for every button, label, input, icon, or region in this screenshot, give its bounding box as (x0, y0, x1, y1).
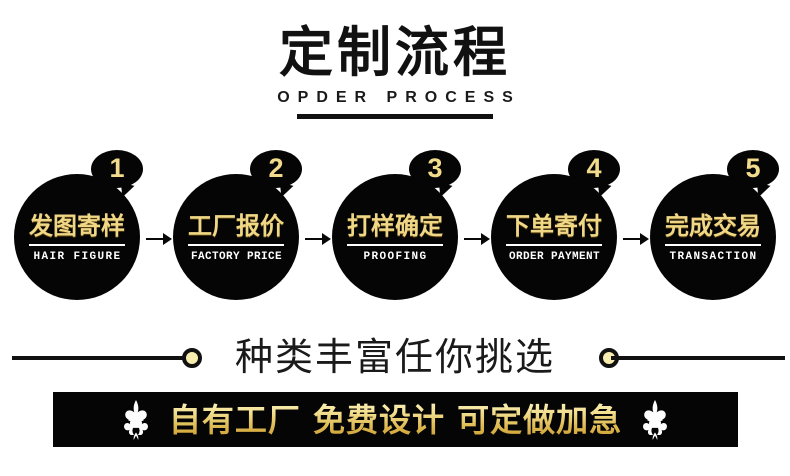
step-label-separator-3 (347, 243, 443, 246)
step-circle-1[interactable]: 发图寄样 HAIR FIGURE (14, 174, 140, 300)
step-number-1: 1 (109, 153, 125, 183)
divider-line-right (611, 356, 785, 360)
step-label-separator-4 (506, 243, 602, 246)
flow-step-1[interactable]: 1 发图寄样 HAIR FIGURE (13, 150, 145, 300)
step-circle-2[interactable]: 工厂报价 FACTORY PRICE (173, 174, 299, 300)
step-circle-3[interactable]: 打样确定 PROOFING (332, 174, 458, 300)
page-title: 定制流程 (279, 21, 511, 84)
step-label-en-1: HAIR FIGURE (33, 250, 122, 263)
step-label-en-4: ORDER PAYMENT (508, 250, 600, 263)
step-label-cn-4: 下单寄付 (506, 211, 602, 240)
step-number-3: 3 (427, 153, 443, 183)
fleur-de-lis-icon-right (643, 399, 668, 440)
step-label-en-2: FACTORY PRICE (190, 250, 282, 263)
step-label-en-3: PROOFING (363, 250, 428, 263)
fleur-de-lis-icon-left (123, 399, 148, 440)
arrow-right-icon-2 (305, 233, 331, 245)
step-label-separator-1 (29, 243, 125, 246)
step-label-separator-5 (665, 243, 761, 246)
feature-banner-text: 自有工厂 免费设计 可定做加急 (168, 400, 623, 439)
step-label-cn-2: 工厂报价 (188, 211, 284, 240)
step-label-cn-3: 打样确定 (347, 211, 443, 240)
step-number-5: 5 (745, 153, 761, 183)
step-label-separator-2 (188, 243, 284, 246)
step-circle-5[interactable]: 完成交易 TRANSACTION (650, 174, 776, 300)
arrow-right-icon-1 (146, 233, 172, 245)
feature-banner: 自有工厂 免费设计 可定做加急 (53, 392, 738, 447)
page-header: 定制流程 OPDER PROCESS (0, 22, 790, 119)
step-label-cn-1: 发图寄样 (29, 211, 125, 240)
step-label-en-5: TRANSACTION (669, 250, 758, 263)
divider-line-left (12, 356, 187, 360)
arrow-right-icon-3 (464, 233, 490, 245)
flow-step-2[interactable]: 2 工厂报价 FACTORY PRICE (172, 150, 304, 300)
slogan-text: 种类丰富任你挑选 (234, 335, 555, 379)
page-subtitle: OPDER PROCESS (277, 89, 521, 106)
circle-dot-icon-left (182, 348, 202, 368)
flow-step-4[interactable]: 4 下单寄付 ORDER PAYMENT (490, 150, 622, 300)
flow-step-5[interactable]: 5 完成交易 TRANSACTION (649, 150, 781, 300)
flow-step-3[interactable]: 3 打样确定 PROOFING (331, 150, 463, 300)
step-number-2: 2 (268, 153, 284, 183)
process-flow: 1 发图寄样 HAIR FIGURE 2 工厂报价 FACTORY PRICE (0, 150, 790, 300)
title-underline (297, 114, 493, 119)
arrow-right-icon-4 (623, 233, 649, 245)
step-label-cn-5: 完成交易 (665, 211, 761, 240)
step-number-4: 4 (586, 153, 602, 183)
step-circle-4[interactable]: 下单寄付 ORDER PAYMENT (491, 174, 617, 300)
slogan-divider: 种类丰富任你挑选 (0, 327, 790, 389)
